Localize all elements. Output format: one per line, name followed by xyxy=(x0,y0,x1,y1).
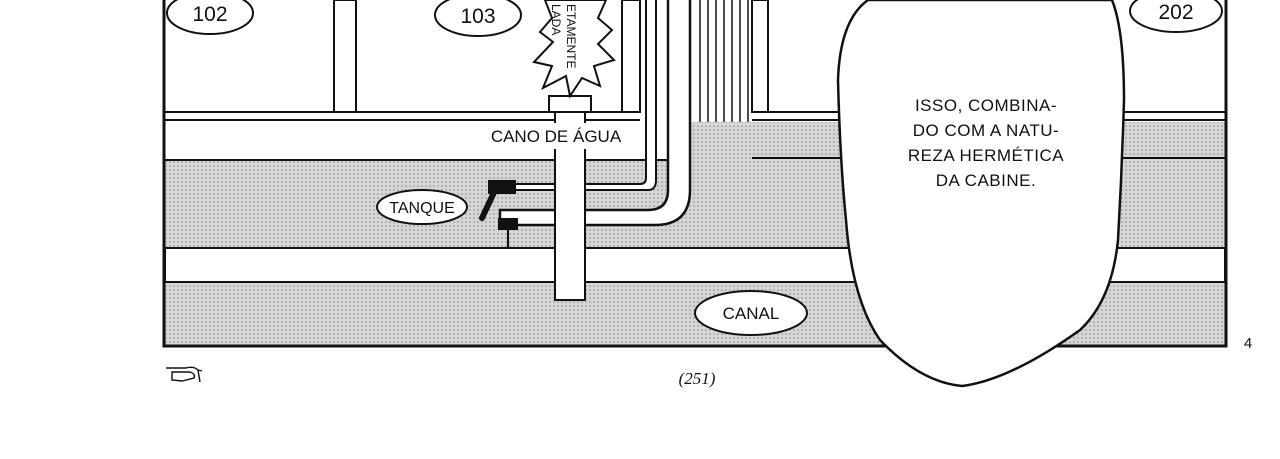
page-number: (251) xyxy=(679,369,716,388)
canal-label: CANAL xyxy=(694,290,808,336)
room-label-103: 103 xyxy=(434,0,522,37)
bubble-line-2: DO COM A NATU- xyxy=(913,121,1059,140)
slatted-wall xyxy=(699,0,749,122)
panel-number: 4 xyxy=(1244,335,1252,352)
tank-label: TANQUE xyxy=(376,189,468,225)
tank-text: TANQUE xyxy=(389,200,454,217)
room-103-text: 103 xyxy=(460,5,495,28)
valve-icon xyxy=(479,180,518,248)
panel-border xyxy=(162,0,1228,348)
speech-bubble: ISSO, COMBINA- DO COM A NATU- REZA HERMÉ… xyxy=(836,0,1126,388)
room-label-202: 202 xyxy=(1129,0,1223,33)
room-label-102: 102 xyxy=(166,0,254,35)
bubble-line-1: ISSO, COMBINA- xyxy=(915,96,1057,115)
room-102-text: 102 xyxy=(192,3,227,26)
bubble-line-3: REZA HERMÉTICA xyxy=(908,146,1064,165)
canal-text: CANAL xyxy=(723,304,780,323)
spiky-balloon: ETAMENTE LADA xyxy=(532,0,616,99)
spiky-line-2: LADA xyxy=(549,4,563,35)
room-202-text: 202 xyxy=(1158,1,1193,24)
pointing-hand-icon xyxy=(166,366,203,383)
main-pipe xyxy=(498,0,692,227)
bubble-line-4: DA CABINE. xyxy=(936,171,1036,190)
spiky-line-1: ETAMENTE xyxy=(564,4,578,68)
water-pipe-label: CANO DE ÁGUA xyxy=(491,127,622,146)
